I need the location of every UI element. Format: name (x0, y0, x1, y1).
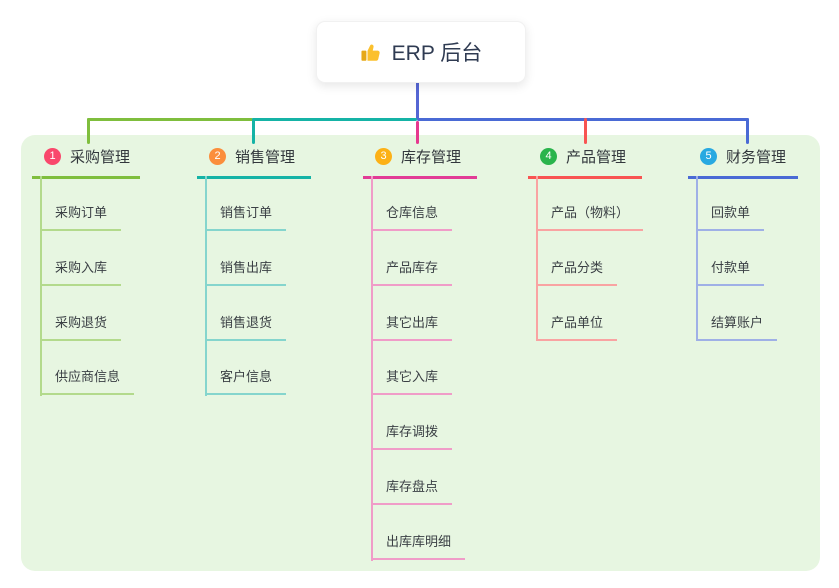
branch-header-purchase-management[interactable]: 1 采购管理 (32, 146, 140, 179)
branch-header-sales-management[interactable]: 2 销售管理 (197, 146, 311, 179)
branch-children-line (205, 176, 207, 396)
branch-children-line (696, 176, 698, 341)
connector-segment-sales (252, 118, 417, 121)
node-supplier-info[interactable]: 供应商信息 (40, 364, 135, 395)
branches-background-panel (21, 135, 820, 571)
branch-purchase-management: 1 采购管理 采购订单 采购入库 采购退货 供应商信息 (32, 146, 140, 396)
branch-header-finance-management[interactable]: 5 财务管理 (688, 146, 798, 179)
branch-inventory-management: 3 库存管理 仓库信息 产品库存 其它出库 其它入库 库存调拨 库存盘点 出库库… (363, 146, 477, 561)
node-purchase-order[interactable]: 采购订单 (40, 200, 122, 231)
node-purchase-return[interactable]: 采购退货 (40, 310, 122, 341)
branch-header-inventory-management[interactable]: 3 库存管理 (363, 146, 477, 179)
node-settlement-account[interactable]: 结算账户 (696, 310, 778, 341)
node-outbound-detail[interactable]: 出库库明细 (371, 529, 466, 560)
node-sales-outbound[interactable]: 销售出库 (205, 255, 287, 286)
branch-label: 库存管理 (401, 149, 462, 166)
branch-label: 产品管理 (566, 149, 627, 166)
node-receipt-doc[interactable]: 回款单 (696, 200, 765, 231)
branch-children-line (371, 176, 373, 561)
branch-number-badge: 4 (540, 148, 557, 165)
root-node-label: ERP 后台 (391, 42, 483, 65)
node-sales-order[interactable]: 销售订单 (205, 200, 287, 231)
thumbs-up-icon (360, 41, 382, 63)
connector-drop-purchase (87, 118, 90, 144)
node-sales-return[interactable]: 销售退货 (205, 310, 287, 341)
connector-drop-inventory (416, 121, 419, 144)
branch-sales-management: 2 销售管理 销售订单 销售出库 销售退货 客户信息 (197, 146, 311, 396)
node-product-material[interactable]: 产品（物料） (536, 200, 644, 231)
node-other-outbound[interactable]: 其它出库 (371, 310, 453, 341)
connector-drop-finance (746, 118, 749, 144)
branch-number-badge: 3 (375, 148, 392, 165)
branch-label: 采购管理 (70, 149, 131, 166)
connector-segment-purchase (87, 118, 253, 121)
node-payment-doc[interactable]: 付款单 (696, 255, 765, 286)
connector-segment-finance (417, 118, 749, 121)
branch-header-product-management[interactable]: 4 产品管理 (528, 146, 642, 179)
node-product-category[interactable]: 产品分类 (536, 255, 618, 286)
connector-drop-sales (252, 118, 255, 144)
node-stock-count[interactable]: 库存盘点 (371, 474, 453, 505)
branch-product-management: 4 产品管理 产品（物料） 产品分类 产品单位 (528, 146, 644, 341)
branch-finance-management: 5 财务管理 回款单 付款单 结算账户 (688, 146, 798, 341)
node-stock-transfer[interactable]: 库存调拨 (371, 419, 453, 450)
branch-label: 销售管理 (235, 149, 296, 166)
branch-number-badge: 1 (44, 148, 61, 165)
node-other-inbound[interactable]: 其它入库 (371, 364, 453, 395)
branch-number-badge: 2 (209, 148, 226, 165)
branch-number-badge: 5 (700, 148, 717, 165)
branch-children-line (536, 176, 538, 341)
branch-label: 财务管理 (726, 149, 787, 166)
connector-drop-product (584, 118, 587, 144)
branch-children-line (40, 176, 42, 396)
root-connector-line (416, 81, 419, 119)
root-node-erp-backend[interactable]: ERP 后台 (316, 21, 526, 83)
node-product-unit[interactable]: 产品单位 (536, 310, 618, 341)
node-purchase-inbound[interactable]: 采购入库 (40, 255, 122, 286)
node-warehouse-info[interactable]: 仓库信息 (371, 200, 453, 231)
node-customer-info[interactable]: 客户信息 (205, 364, 287, 395)
node-product-stock[interactable]: 产品库存 (371, 255, 453, 286)
